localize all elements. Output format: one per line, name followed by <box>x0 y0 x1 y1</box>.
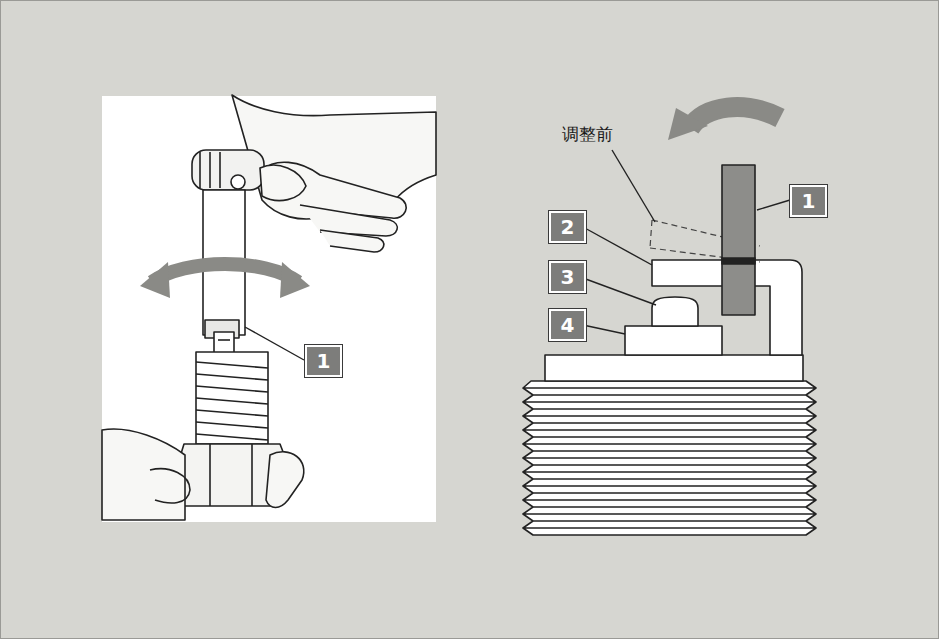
right-figure <box>523 107 816 535</box>
thread-body <box>523 381 816 535</box>
callout-number: 2 <box>549 211 586 243</box>
callout-number: 4 <box>549 309 586 341</box>
annotation-text: 调整前 <box>560 123 615 146</box>
callout-number: 1 <box>305 345 342 377</box>
callout-number: 3 <box>549 261 586 293</box>
leader-line <box>245 327 304 360</box>
left-figure <box>102 95 436 522</box>
callout-number: 1 <box>790 185 827 217</box>
